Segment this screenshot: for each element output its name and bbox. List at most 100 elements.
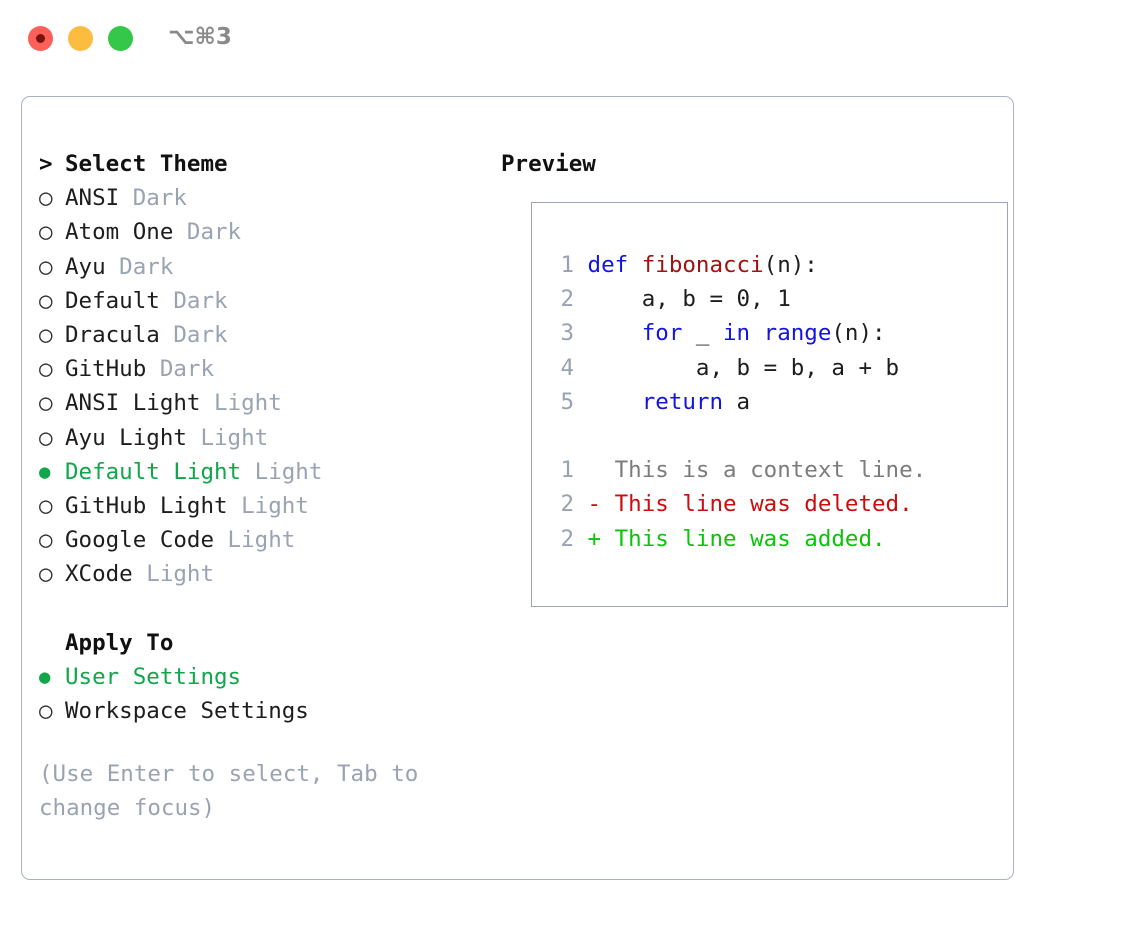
theme-variant-badge: Dark: [159, 321, 228, 348]
theme-variant-badge: Light: [241, 458, 323, 485]
theme-option-ansi-light[interactable]: ○ ANSI Light Light: [39, 386, 479, 420]
theme-option-label: Dracula: [65, 321, 160, 348]
theme-variant-badge: Dark: [105, 253, 174, 280]
code-line-number: 5: [560, 388, 574, 415]
code-token: return: [641, 388, 724, 415]
select-theme-header-label: Select Theme: [65, 151, 228, 177]
title-bar: ⌥⌘3: [0, 0, 1140, 78]
theme-option-google-code[interactable]: ○ Google Code Light: [39, 523, 479, 557]
diff-line-text: + This line was added.: [574, 525, 886, 552]
radio-unselected-icon: ○: [39, 356, 53, 383]
code-token: _: [682, 320, 724, 347]
theme-variant-badge: Light: [214, 527, 296, 554]
theme-options-list: ○ANSI Dark○Atom One Dark○Ayu Dark○Defaul…: [39, 181, 479, 591]
apply-to-header-label: Apply To: [65, 629, 174, 656]
code-token: (n):: [831, 320, 886, 347]
theme-option-github[interactable]: ○ GitHub Dark: [39, 352, 479, 386]
code-line-number: 1: [560, 252, 574, 278]
theme-option-label: Default Light: [65, 458, 242, 485]
code-line-number: 4: [560, 354, 574, 381]
theme-option-ayu[interactable]: ○Ayu Dark: [39, 250, 479, 284]
theme-option-label: Atom One: [65, 219, 174, 246]
theme-option-dracula[interactable]: ○ Dracula Dark: [39, 318, 479, 352]
theme-option-github-light[interactable]: ○ GitHub Light Light: [39, 489, 479, 523]
radio-unselected-icon: ○: [39, 253, 53, 280]
code-line: 4 a, b = b, a + b: [552, 351, 926, 385]
theme-variant-badge: Light: [186, 424, 269, 451]
code-line: 1 def fibonacci(n):: [552, 248, 926, 282]
section-spacer: [39, 591, 479, 625]
theme-option-xcode[interactable]: ○XCode Light: [39, 557, 479, 591]
diff-line-add: 2 + This line was added.: [552, 522, 926, 556]
radio-unselected-icon: ○: [39, 219, 53, 246]
theme-variant-badge: Light: [200, 390, 282, 417]
code-line: 3 for _ in range(n):: [552, 316, 926, 350]
radio-unselected-icon: ○: [39, 185, 53, 212]
theme-variant-badge: Dark: [159, 287, 228, 314]
theme-picker-panel: >Select Theme ○ANSI Dark○Atom One Dark○A…: [21, 96, 1014, 880]
radio-unselected-icon: ○: [39, 390, 53, 417]
code-token: [750, 320, 764, 346]
theme-option-default[interactable]: ○ Default Dark: [39, 284, 479, 318]
code-line: 2 a, b = 0, 1: [552, 282, 926, 316]
apply-to-header: Apply To: [39, 626, 479, 660]
radio-unselected-icon: ○: [39, 492, 53, 519]
code-token: fibonacci: [641, 252, 764, 278]
theme-option-label: Google Code: [65, 527, 215, 554]
code-token: a: [723, 388, 751, 415]
theme-variant-badge: Dark: [146, 356, 215, 383]
code-token: [588, 320, 642, 346]
theme-option-label: Default: [65, 287, 160, 314]
radio-unselected-icon: ○: [39, 424, 53, 451]
apply-to-options-list: ● User Settings ○Workspace Settings: [39, 660, 479, 728]
diff-line-text: This is a context line.: [574, 457, 927, 484]
radio-unselected-icon: ○: [39, 527, 53, 554]
code-line-number: 3: [560, 320, 574, 347]
selection-caret-icon: >: [39, 151, 53, 177]
theme-option-atom-one[interactable]: ○ Atom One Dark: [39, 215, 479, 249]
theme-option-ansi[interactable]: ○ ANSI Dark: [39, 181, 479, 215]
apply-to-option-user-settings[interactable]: ● User Settings: [39, 660, 479, 694]
radio-unselected-icon: ○: [39, 321, 53, 348]
code-line-number: 2: [560, 286, 574, 313]
theme-list-column: >Select Theme ○ANSI Dark○Atom One Dark○A…: [39, 147, 479, 728]
diff-lines: 1 This is a context line.2 - This line w…: [552, 453, 926, 556]
theme-variant-badge: Dark: [119, 185, 187, 212]
code-token: a, b = b, a + b: [587, 354, 900, 381]
apply-to-option-workspace-settings[interactable]: ○Workspace Settings: [39, 694, 479, 728]
code-token: a, b = 0, 1: [587, 286, 791, 313]
theme-option-label: ANSI Light: [65, 390, 201, 417]
apply-to-option-label: Workspace Settings: [65, 698, 309, 724]
code-token: range: [763, 320, 832, 347]
theme-option-label: XCode: [65, 561, 133, 588]
keyboard-shortcut-label: ⌥⌘3: [168, 24, 232, 50]
diff-line-text: - This line was deleted.: [574, 491, 913, 518]
code-token: [588, 389, 642, 415]
diff-line-number: 1: [560, 457, 574, 484]
preview-title: Preview: [501, 151, 596, 177]
radio-unselected-icon: ○: [39, 287, 53, 314]
theme-option-default-light[interactable]: ● Default Light Light: [39, 455, 479, 489]
theme-option-label: GitHub: [65, 356, 147, 383]
code-diff-gap: [552, 419, 926, 453]
theme-variant-badge: Light: [227, 492, 309, 519]
code-token: for: [641, 320, 683, 347]
radio-selected-icon: ●: [39, 665, 51, 688]
apply-to-option-label: User Settings: [65, 663, 242, 690]
radio-selected-icon: ●: [39, 460, 51, 483]
theme-variant-badge: Dark: [173, 219, 242, 246]
theme-variant-badge: Light: [132, 561, 215, 588]
maximize-window-button[interactable]: [108, 26, 133, 51]
theme-option-label: ANSI: [65, 185, 120, 212]
theme-option-label: GitHub Light: [65, 492, 228, 519]
preview-column: Preview 1 def fibonacci(n):2 a, b = 0, 1…: [501, 147, 1008, 607]
code-line: 5 return a: [552, 385, 926, 419]
select-theme-header: > Select Theme: [39, 147, 479, 181]
minimize-window-button[interactable]: [68, 26, 93, 51]
theme-option-ayu-light[interactable]: ○Ayu Light Light: [39, 421, 479, 455]
close-window-button[interactable]: [28, 26, 53, 51]
